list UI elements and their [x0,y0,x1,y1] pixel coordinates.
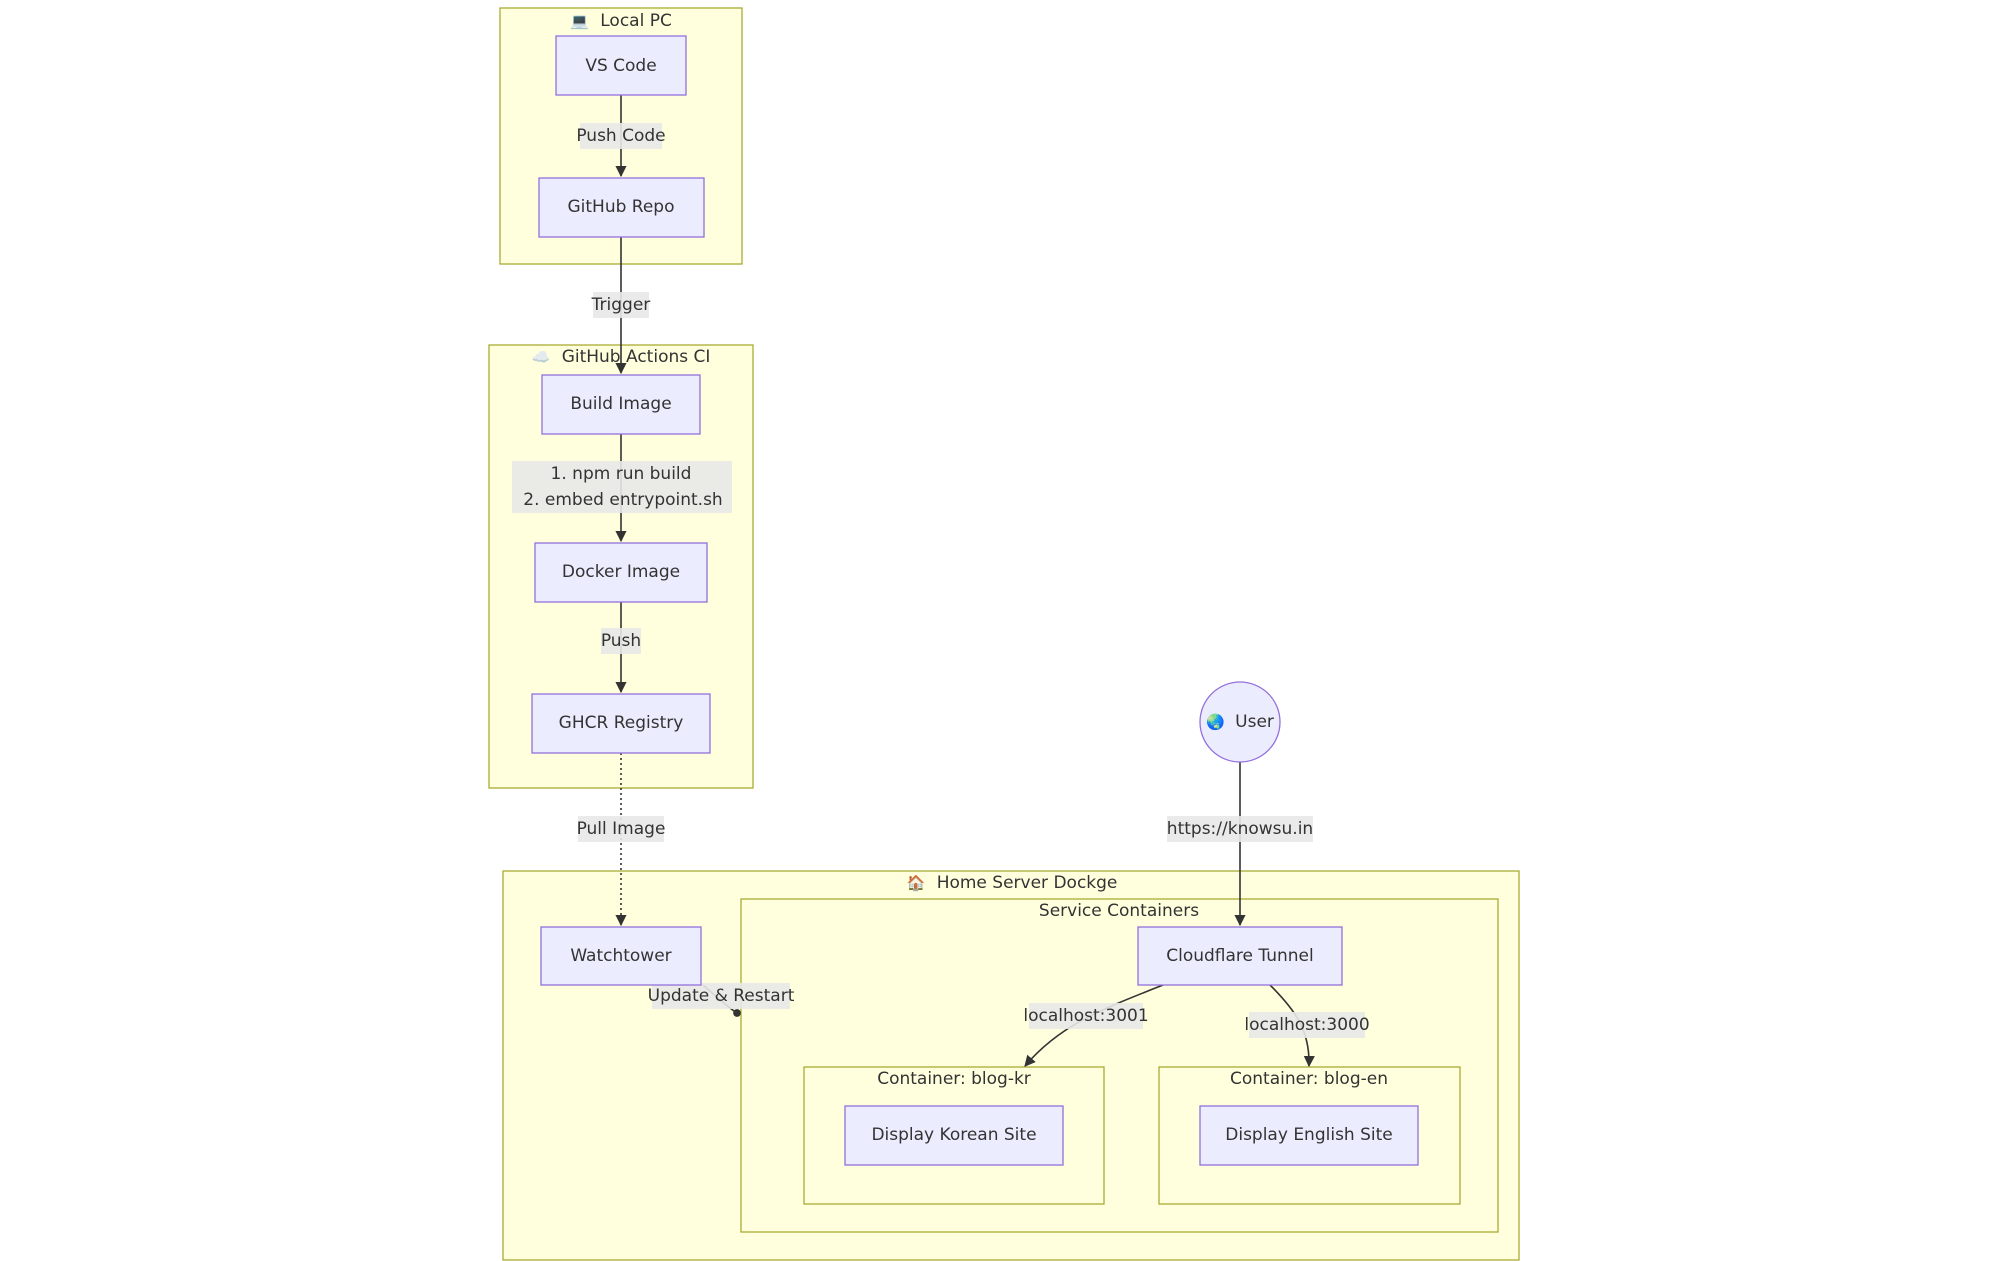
edge-label-update-restart: Update & Restart [648,986,795,1006]
svg-text:Docker Image: Docker Image [562,562,680,582]
edge-label-https: https://knowsu.in [1167,819,1313,839]
edge-label-build-step-2: 2. embed entrypoint.sh [523,490,722,510]
cluster-title-blog-en: Container: blog-en [1230,1069,1388,1089]
node-display-korean-site: Display Korean Site [844,1105,1064,1166]
node-user-label: User [1235,712,1274,732]
edge-label-build-step-1: 1. npm run build [551,464,692,484]
cluster-title-local-pc: Local PC [600,11,672,31]
edge-localhost-3001: localhost:3001 [1023,984,1164,1067]
node-cloudflare-tunnel: Cloudflare Tunnel [1137,926,1343,986]
laptop-icon: 💻 [570,12,589,30]
edge-label-pull-image: Pull Image [577,819,666,839]
edge-label-localhost-3001: localhost:3001 [1023,1006,1148,1026]
svg-text:Display Korean Site: Display Korean Site [871,1125,1036,1145]
globe-icon: 🌏 [1206,713,1225,731]
edge-label-push: Push [601,631,641,651]
edge-push-code: Push Code [576,95,666,178]
node-watchtower: Watchtower [540,926,702,986]
edge-label-push-code: Push Code [576,126,665,146]
svg-text:☁️ GitHub Actions CI: ☁️ GitHub Actions CI [532,347,711,367]
edge-label-localhost-3000: localhost:3000 [1244,1015,1369,1035]
node-ghcr-registry: GHCR Registry [531,693,711,754]
edge-update-restart: Update & Restart [648,983,795,1017]
cluster-title-home-server-dockge: Home Server Dockge [937,873,1118,893]
svg-text:GHCR Registry: GHCR Registry [559,713,684,733]
house-icon: 🏠 [907,874,926,892]
edge-trigger: Trigger [591,237,651,375]
svg-text:Build Image: Build Image [570,394,671,414]
cloud-icon: ☁️ [532,348,551,366]
edge-localhost-3000: localhost:3000 [1244,984,1370,1068]
cluster-title-service-containers: Service Containers [1039,901,1199,921]
edge-push: Push [601,602,641,694]
edge-https: https://knowsu.in [1167,762,1313,927]
node-build-image: Build Image [541,374,701,435]
svg-text:🌏 User: 🌏 User [1206,712,1274,732]
node-vscode: VS Code [555,35,687,96]
edge-pull-image: Pull Image [577,753,666,927]
node-docker-image: Docker Image [534,542,708,603]
cluster-title-blog-kr: Container: blog-kr [877,1069,1031,1089]
svg-text:Display English Site: Display English Site [1225,1125,1393,1145]
svg-text:VS Code: VS Code [585,56,656,76]
node-github-repo: GitHub Repo [538,177,705,238]
node-display-english-site: Display English Site [1199,1105,1419,1166]
svg-text:🏠 Home Server Dockge: 🏠 Home Server Dockge [907,873,1118,893]
cluster-title-github-actions-ci: GitHub Actions CI [562,347,711,367]
svg-text:Watchtower: Watchtower [570,946,671,966]
svg-text:GitHub Repo: GitHub Repo [567,197,674,217]
edge-build-steps: 1. npm run build 2. embed entrypoint.sh [512,434,732,543]
svg-text:💻 Local PC: 💻 Local PC [570,11,672,31]
node-user: 🌏 User [1199,681,1281,763]
edge-label-trigger: Trigger [591,295,651,315]
svg-text:Cloudflare Tunnel: Cloudflare Tunnel [1166,946,1313,966]
